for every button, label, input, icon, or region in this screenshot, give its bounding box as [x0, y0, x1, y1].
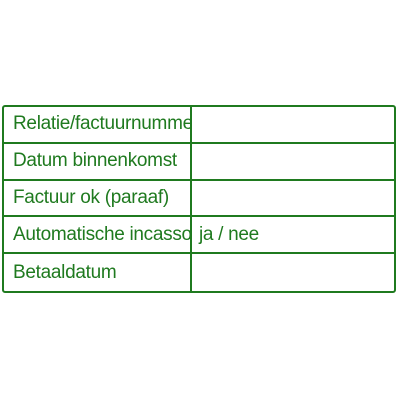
label-automatische-incasso: Automatische incasso [4, 217, 192, 255]
field-automatische-incasso: ja / nee [192, 217, 394, 255]
field-factuur-ok [192, 181, 394, 218]
label-relatie-factuurnummer: Relatie/factuurnummer [4, 107, 192, 144]
invoice-stamp: Relatie/factuurnummer Datum binnenkomst … [2, 105, 396, 293]
label-betaaldatum: Betaaldatum [4, 254, 192, 291]
label-datum-binnenkomst: Datum binnenkomst [4, 143, 192, 181]
field-betaaldatum [192, 254, 394, 291]
field-relatie-factuurnummer [192, 107, 394, 144]
field-datum-binnenkomst [192, 144, 394, 181]
label-factuur-ok: Factuur ok (paraaf) [4, 180, 192, 218]
